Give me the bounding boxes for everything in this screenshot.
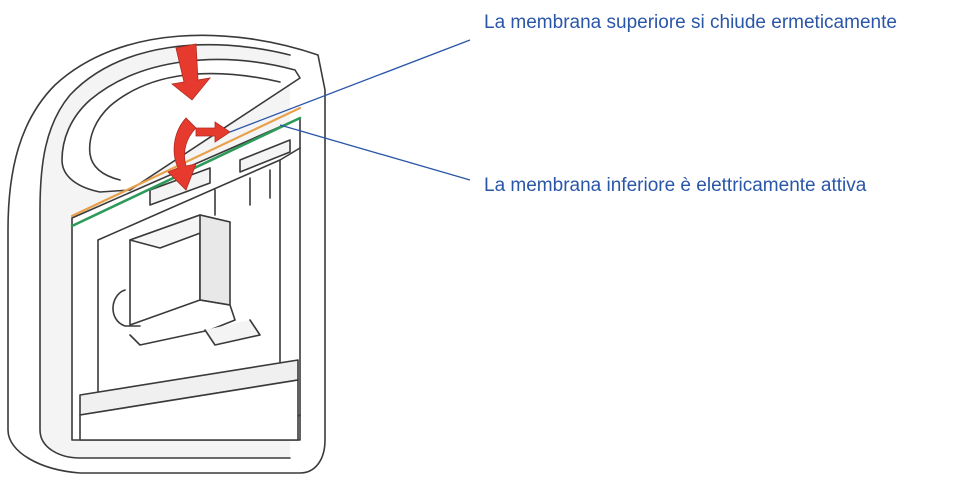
support-rail-right: [239, 139, 291, 173]
support-post: [214, 169, 271, 216]
leader-line-lower: [279, 124, 471, 181]
arrow-right-icon: [195, 121, 231, 143]
bottom-base: [79, 379, 299, 441]
lower-membrane-label: La membrana inferiore è elettricamente a…: [484, 175, 867, 196]
arrow-down-icon: [171, 43, 211, 101]
clip-bracket: [112, 289, 236, 346]
arrow-curved-icon: [167, 117, 197, 191]
leader-line-upper: [229, 39, 471, 133]
sensor-block-side: [199, 214, 231, 306]
upper-membrane: [70, 106, 302, 218]
upper-membrane-label: La membrana superiore si chiude ermetica…: [484, 12, 897, 33]
clip-foot: [204, 319, 261, 346]
top-rim-inner: [88, 72, 281, 181]
